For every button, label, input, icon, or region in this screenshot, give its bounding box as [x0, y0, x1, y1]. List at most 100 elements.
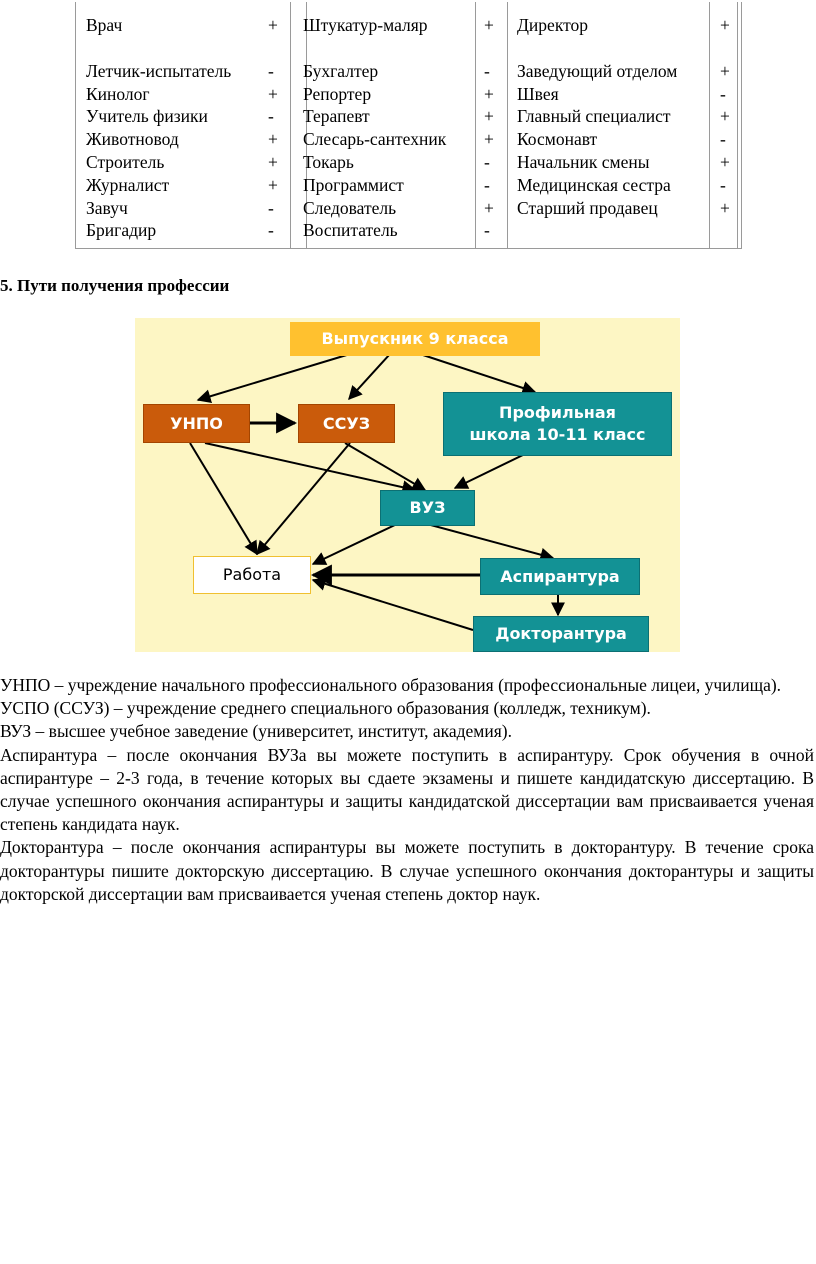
node-profile-school: Профильная школа 10-11 класс — [443, 392, 672, 456]
node-vuz: ВУЗ — [380, 490, 475, 526]
table-cell-mark: + — [720, 197, 730, 218]
paragraph-doktorantura: Докторантура – после окончания аспиранту… — [0, 837, 814, 904]
table-cell-mark: + — [720, 15, 730, 35]
table-cell-mark: - — [268, 60, 274, 81]
table-cell-profession: Кинолог — [86, 83, 150, 104]
table-cell-mark — [720, 37, 730, 60]
node-ssuz: ССУЗ — [298, 404, 395, 443]
table-divider — [507, 2, 508, 248]
node-ssuz-label: ССУЗ — [322, 413, 371, 433]
node-graduate: Выпускник 9 класса — [290, 322, 540, 356]
arrow-ssuz-vuz — [344, 442, 427, 491]
table-cell-profession: Врач — [86, 15, 123, 35]
table-cell-mark: + — [268, 129, 278, 150]
node-doktorantura-label: Докторантура — [495, 624, 627, 644]
arrow-vuz-work — [311, 523, 398, 565]
table-cell-mark: + — [720, 106, 730, 127]
table-cell-profession: Учитель физики — [86, 106, 208, 127]
table-cell-mark — [268, 37, 278, 60]
table-cell-mark: + — [268, 151, 278, 172]
table-cell-profession — [303, 37, 446, 60]
table-cell-profession: Швея — [517, 83, 559, 104]
table-cell-mark: - — [268, 220, 274, 241]
table-cell-profession: Бригадир — [86, 220, 157, 241]
table-cell-profession: Репортер — [303, 83, 372, 104]
table-col-marks-1: +-+-+++-- — [268, 14, 278, 242]
node-aspirantura: Аспирантура — [480, 558, 640, 595]
table-cell-mark: + — [268, 174, 278, 195]
node-work-label: Работа — [222, 565, 282, 585]
table-cell-profession: Директор — [517, 15, 589, 35]
table-cell-mark: + — [268, 15, 278, 35]
node-unpo-label: УНПО — [170, 413, 223, 433]
table-cell-mark: + — [484, 83, 494, 104]
table-cell-profession: Завуч — [86, 197, 128, 218]
table-cell-mark: + — [720, 151, 730, 172]
node-unpo: УНПО — [143, 404, 250, 443]
table-cell-profession: Медицинская сестра — [517, 174, 671, 195]
table-cell-mark: - — [268, 197, 274, 218]
node-work: Работа — [193, 556, 311, 594]
table-cell-mark: + — [484, 15, 494, 35]
table-cell-mark: - — [484, 174, 490, 195]
table-cell-profession: Воспитатель — [303, 220, 398, 241]
table-cell-mark: + — [484, 129, 494, 150]
table-cell-mark: + — [484, 197, 494, 218]
node-profile-school-line2: школа 10-11 класс — [469, 425, 646, 444]
paragraph-unpo: УНПО – учреждение начального профессиона… — [0, 675, 782, 695]
table-cell-profession: Штукатур-маляр — [303, 15, 428, 35]
table-cell-mark: + — [268, 83, 278, 104]
arrow-graduate-unpo — [196, 353, 351, 404]
arrow-profile-vuz — [453, 453, 526, 489]
table-divider — [306, 2, 307, 248]
section-heading: 5. Пути получения профессии — [0, 276, 230, 295]
arrow-graduate-profile — [419, 353, 537, 395]
definitions-text: УНПО – учреждение начального профессиона… — [0, 674, 814, 906]
table-cell-profession: Следователь — [303, 197, 397, 218]
table-cell-profession: Журналист — [86, 174, 170, 195]
arrow-unpo-work — [189, 442, 258, 556]
table-cell-mark: - — [268, 106, 274, 127]
table-cell-profession: Космонавт — [517, 129, 598, 150]
arrow-unpo-vuz — [204, 442, 417, 495]
table-cell-profession: Токарь — [303, 151, 354, 172]
table-cell-profession: Главный специалист — [517, 106, 671, 127]
table-cell-profession: Начальник смены — [517, 151, 650, 172]
career-paths-diagram: Выпускник 9 класса УНПО ССУЗ Профильная … — [135, 318, 680, 652]
table-cell-profession: Летчик-испытатель — [86, 60, 232, 81]
table-cell-mark: - — [720, 129, 726, 150]
diagram-arrows — [189, 353, 565, 631]
table-divider — [290, 2, 291, 248]
node-doktorantura: Докторантура — [473, 616, 649, 652]
table-cell-mark: - — [484, 60, 490, 81]
table-cell-mark: - — [720, 83, 726, 104]
table-cell-profession: Строитель — [86, 151, 165, 172]
table-cell-mark — [484, 37, 494, 60]
table-divider — [737, 2, 738, 248]
paragraph-uspo: УСПО (ССУЗ) – учреждение среднего специа… — [0, 698, 651, 719]
table-cell-profession: Программист — [303, 174, 404, 195]
arrow-graduate-ssuz — [348, 353, 391, 401]
paragraph-aspirantura: Аспирантура – после окончания ВУЗа вы мо… — [0, 744, 814, 835]
paragraph-vuz: ВУЗ – высшее учебное заведение (универси… — [0, 721, 512, 742]
table-cell-profession: Заведующий отделом — [517, 60, 678, 81]
node-graduate-label: Выпускник 9 класса — [321, 329, 509, 349]
table-col-marks-3: ++-+-+-+ — [720, 14, 730, 219]
table-cell-profession: Старший продавец — [517, 197, 658, 218]
table-cell-profession — [86, 37, 231, 60]
table-cell-profession: Терапевт — [303, 106, 370, 127]
table-cell-profession — [517, 37, 677, 60]
table-divider — [709, 2, 710, 248]
node-aspirantura-label: Аспирантура — [500, 566, 620, 586]
table-divider — [475, 2, 476, 248]
table-cell-mark: - — [484, 220, 490, 241]
arrow-doktorantura-work — [311, 577, 474, 631]
table-cell-profession: Слесарь-сантехник — [303, 129, 447, 150]
node-vuz-label: ВУЗ — [409, 498, 446, 518]
table-cell-mark: + — [720, 60, 730, 81]
table-cell-mark: - — [484, 151, 490, 172]
